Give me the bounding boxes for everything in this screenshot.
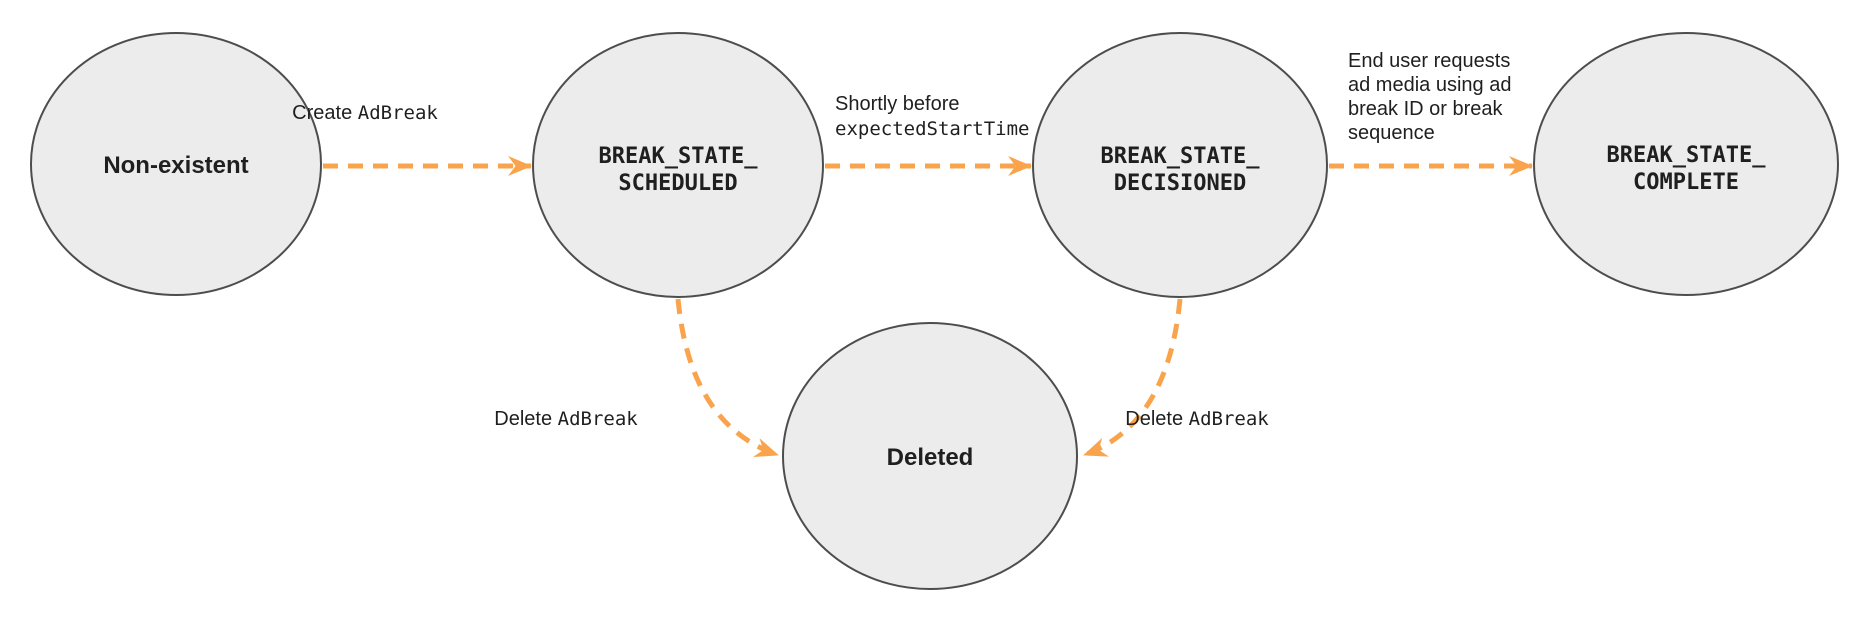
edge-create-adbreak-label-text: Create — [292, 102, 358, 124]
node-break-state-scheduled-label-line2: SCHEDULED — [618, 171, 737, 196]
edge-delete-adbreak-scheduled-label: Delete AdBreak — [494, 408, 638, 430]
node-non-existent — [30, 32, 322, 296]
edge-delete-adbreak-from-scheduled — [675, 298, 779, 458]
node-break-state-complete-label-line2: COMPLETE — [1633, 170, 1739, 195]
node-break-state-scheduled-label-line1: BREAK_STATE_ — [599, 144, 759, 169]
edge-shortly-before-label: Shortly before expectedStartTime — [835, 93, 1029, 140]
node-break-state-decisioned — [1032, 32, 1328, 298]
edge-delete-adbreak-decisioned-label-code: AdBreak — [1189, 408, 1270, 430]
node-break-state-decisioned-label: BREAK_STATE_DECISIONED — [1101, 144, 1261, 196]
edge-end-user-requests-label-line3: break ID or break — [1348, 98, 1504, 120]
node-deleted — [782, 322, 1078, 590]
node-break-state-decisioned-label-line2: DECISIONED — [1114, 171, 1246, 196]
edge-end-user-requests-label-line4: sequence — [1348, 122, 1435, 144]
edge-delete-adbreak-scheduled-label-code: AdBreak — [558, 408, 639, 430]
node-break-state-scheduled-label: BREAK_STATE_SCHEDULED — [599, 144, 759, 196]
edge-delete-adbreak-decisioned-label: Delete AdBreak — [1125, 408, 1269, 430]
node-non-existent-label: Non-existent — [103, 152, 248, 179]
edge-create-adbreak-label: Create AdBreak — [292, 102, 438, 124]
node-break-state-complete-label: BREAK_STATE_COMPLETE — [1607, 143, 1767, 195]
node-break-state-scheduled — [532, 32, 824, 298]
edge-delete-adbreak-scheduled-label-text: Delete — [494, 408, 557, 430]
edge-shortly-before-label-line1: Shortly before — [835, 93, 960, 115]
edge-delete-adbreak-from-decisioned — [1083, 298, 1183, 458]
edge-end-user-requests-label-line1: End user requests — [1348, 50, 1510, 72]
edge-end-user-requests-label-line2: ad media using ad — [1348, 74, 1511, 96]
edge-delete-adbreak-decisioned-label-text: Delete — [1125, 408, 1188, 430]
node-deleted-label: Deleted — [887, 444, 974, 471]
node-break-state-decisioned-label-line1: BREAK_STATE_ — [1101, 144, 1261, 169]
edge-create-adbreak-label-code: AdBreak — [358, 102, 439, 124]
node-break-state-complete — [1533, 32, 1839, 296]
edge-shortly-before-label-line2: expectedStartTime — [835, 118, 1029, 140]
node-break-state-complete-label-line1: BREAK_STATE_ — [1607, 143, 1767, 168]
